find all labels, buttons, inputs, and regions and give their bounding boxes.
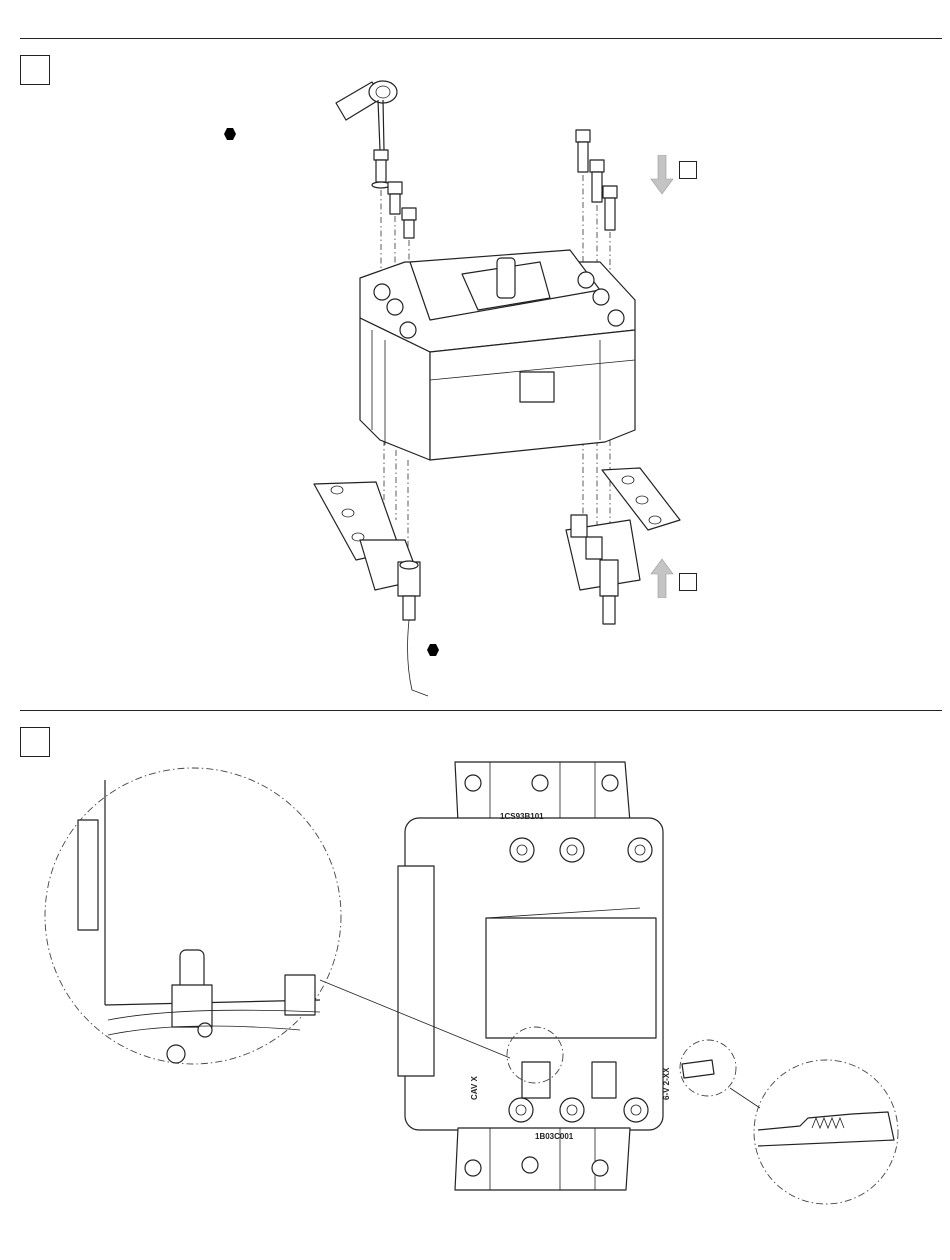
top-code-label: 1CS93B101: [500, 812, 544, 821]
right-detail-circle: [754, 1060, 898, 1204]
right-vertical-label: 6-V 2-XX: [662, 1068, 671, 1100]
right-leader-line: [730, 1088, 760, 1108]
left-detail-circle: [45, 768, 341, 1064]
bottom-code-label: 1B03C001: [535, 1132, 573, 1141]
left-vertical-label: CAV X: [470, 1076, 479, 1100]
breaker-main-body: [398, 818, 736, 1130]
